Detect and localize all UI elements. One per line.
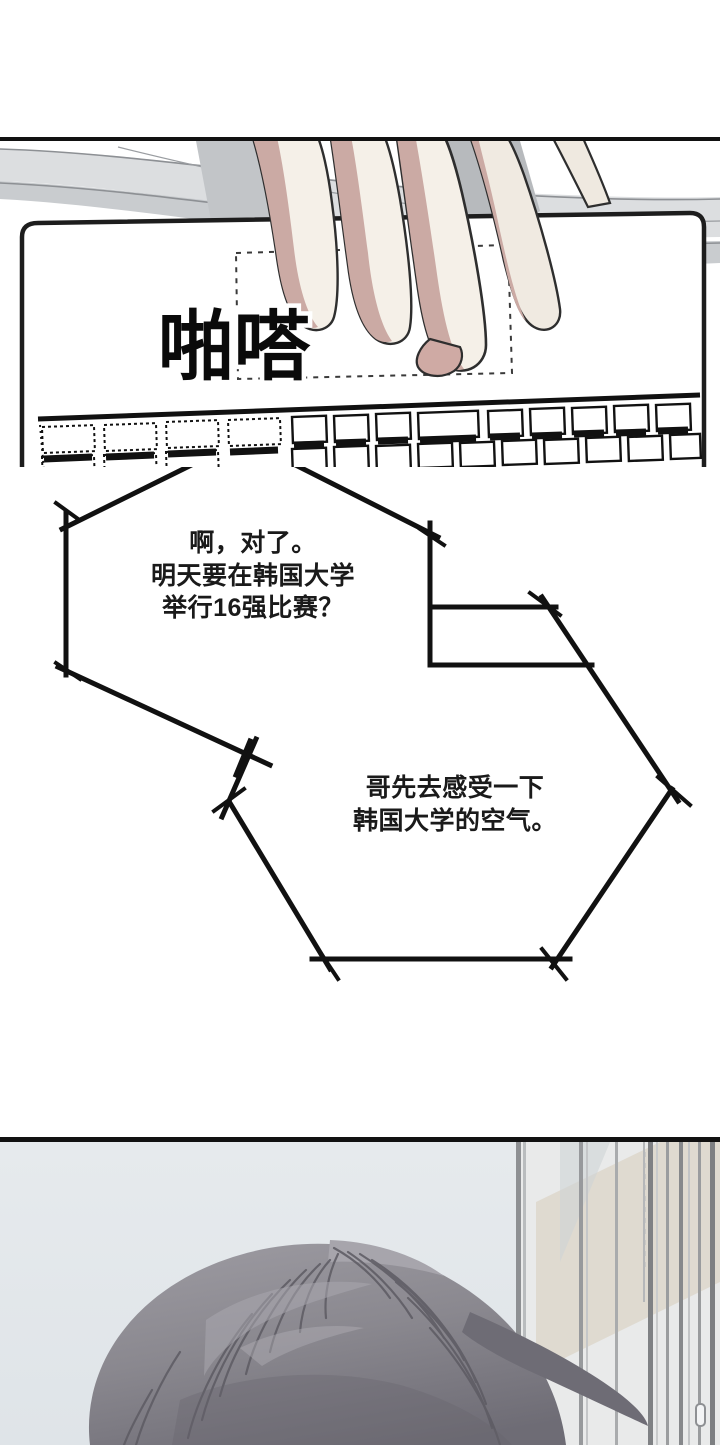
keyboard-left-margin	[39, 424, 45, 471]
bubble-2-outline	[211, 590, 693, 982]
finger-pinky-shadow	[471, 141, 526, 321]
panel-artwork: 啪嗒	[0, 141, 720, 471]
finger-middle-shadow	[331, 141, 392, 343]
finger-ring-shadow	[397, 141, 464, 371]
thumb	[553, 141, 612, 209]
fingertip-pad	[415, 337, 464, 377]
sfx-text: 啪嗒	[158, 302, 311, 391]
hair	[88, 1240, 648, 1445]
laptop-inner-edge	[234, 243, 514, 381]
bubble-1-text: 啊，对了。 明天要在韩国大学 举行16强比赛？	[150, 529, 355, 622]
panel-typing: 啪嗒	[0, 137, 720, 475]
wall-highlight	[560, 1142, 610, 1262]
finger-index-shadow	[253, 141, 318, 328]
panel2-artwork	[0, 1142, 720, 1445]
window-mullions	[516, 1142, 715, 1445]
speech-bubble-area: 啊，对了。 明天要在韩国大学 举行16强比赛？ 哥先去感受一下 韩国大学的空气。	[0, 467, 720, 1137]
bubble-1-outline	[53, 467, 595, 769]
window-latch	[695, 1403, 706, 1427]
panel-boy-back	[0, 1137, 720, 1445]
keyboard	[37, 392, 701, 422]
bubble-2-text: 哥先去感受一下 韩国大学的空气。	[352, 774, 557, 835]
hand	[252, 141, 612, 377]
